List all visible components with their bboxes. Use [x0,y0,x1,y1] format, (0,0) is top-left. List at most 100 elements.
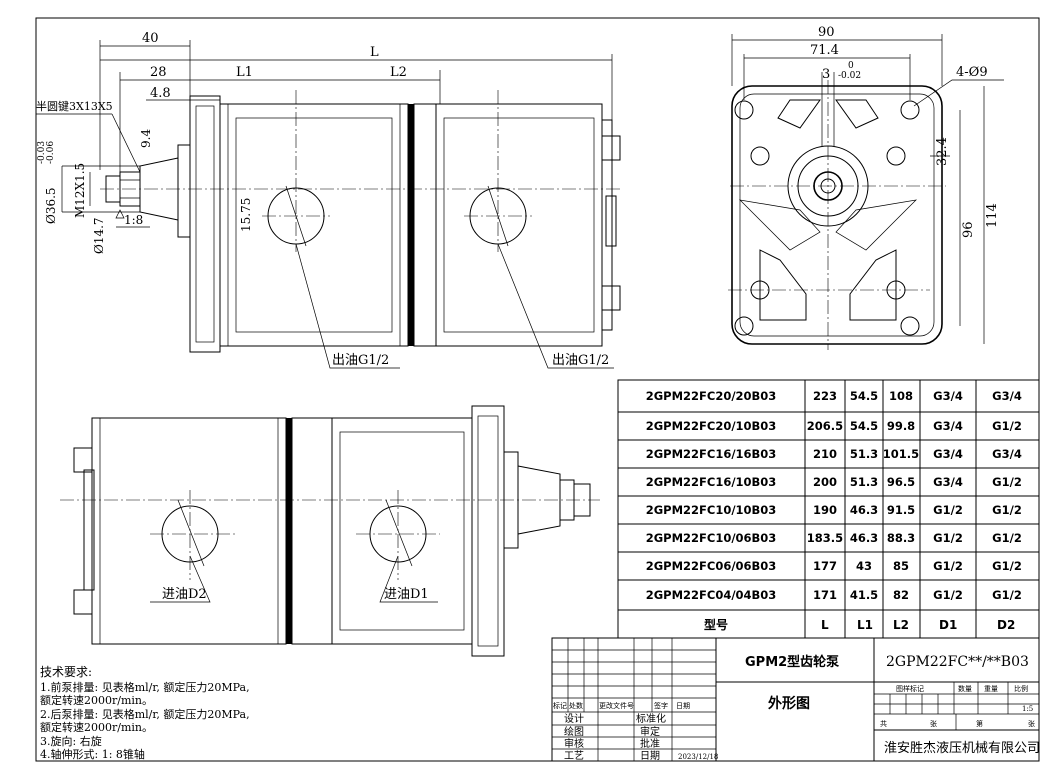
spec-model-cell: 2GPM22FC10/06B03 [646,531,777,545]
spec-value-cell: G3/4 [933,447,963,461]
dim-114: 114 [985,203,1000,228]
spec-value-cell: 51.3 [850,475,878,489]
th-L1: L1 [857,618,873,632]
rev-col-sign: 签字 [654,701,668,710]
tech-line-1: 1.前泵排量: 见表格ml/r, 额定压力20MPa, [40,680,250,694]
dim-15-75: 15.75 [239,198,253,232]
tech-line-2: 额定转速2000r/min。 [40,693,153,707]
inlet-label-front: 进油D1 [384,587,429,602]
spec-model-cell: 2GPM22FC06/06B03 [646,559,777,573]
dim-L2: L2 [390,65,407,80]
tech-line-6: 4.轴伸形式: 1: 8锥轴 [40,747,145,761]
spec-value-cell: 190 [813,503,837,517]
rev-col-count: 处数 [569,701,583,710]
tech-requirements: 技术要求: 1.前泵排量: 见表格ml/r, 额定压力20MPa, 额定转速20… [40,665,250,761]
company-name: 淮安胜杰液压机械有限公司 [884,741,1040,756]
dim-3: 3 [822,67,830,82]
spec-value-cell: G1/2 [933,588,963,602]
label-approve: 批准 [640,737,660,750]
spec-value-cell: G1/2 [992,531,1022,545]
spec-value-cell: 96.5 [887,475,915,489]
spec-value-cell: 99.8 [887,419,915,433]
spec-value-cell: G1/2 [992,588,1022,602]
spec-value-cell: G3/4 [933,475,963,489]
rear-cover [601,119,613,331]
spec-value-cell: 51.3 [850,447,878,461]
label-total: 共 [880,719,887,728]
spec-value-cell: G1/2 [992,559,1022,573]
spec-value-cell: 101.5 [883,447,919,461]
drawing-number: 2GPM22FC**/**B03 [886,654,1029,670]
spec-value-cell: 54.5 [850,419,878,433]
drawing-date: 2023/12/18 [678,753,718,761]
dim-9-4: 9.4 [139,129,153,148]
rev-col-mark: 标记 [553,701,567,710]
th-model: 型号 [704,617,728,632]
key-label: 半圆键3X13X5 [36,99,113,113]
scale-value: 1:5 [1022,705,1033,713]
label-qty: 数量 [958,684,972,693]
end-view: 90 71.4 3 0 -0.02 4-Ø9 32.4 96 114 [728,25,1004,350]
spec-value-cell: G1/2 [933,559,963,573]
bolt-hole-br [900,316,920,336]
th-L: L [821,618,829,632]
spec-value-cell: 177 [813,559,837,573]
spec-value-cell: G1/2 [992,475,1022,489]
side-flange [471,405,505,657]
end-flange [731,85,943,345]
front-separator [408,104,414,346]
label-num: 第 [976,719,983,728]
spec-model-cell: 2GPM22FC16/10B03 [646,475,777,489]
drawing-name: 外形图 [768,695,810,712]
rear-pump-body [435,103,603,347]
th-L2: L2 [893,618,909,632]
mounting-flange [189,95,221,353]
dim-71-4: 71.4 [810,43,839,58]
spec-value-cell: 108 [889,389,913,403]
spec-value-cell: 200 [813,475,837,489]
dim-4-8: 4.8 [150,86,171,101]
label-stage: 图样标记 [896,684,924,693]
spec-value-cell: 43 [856,559,872,573]
outlet-label-rear: 出油G1/2 [552,353,609,368]
inlet-label-rear: 进油D2 [162,587,207,602]
dim-holes: 4-Ø9 [956,65,988,80]
spec-value-cell: G3/4 [992,389,1022,403]
spec-model-cell: 2GPM22FC20/20B03 [646,389,777,403]
dim-3-tol-lower: -0.02 [838,71,861,81]
spec-value-cell: G3/4 [992,447,1022,461]
spec-value-cell: 171 [813,588,837,602]
tech-line-4: 额定转速2000r/min。 [40,720,153,734]
front-view: 出油G1/2 出油G1/2 40 L 28 L1 L2 4.8 半圆键3X13X… [36,31,621,369]
th-D1: D1 [939,618,957,632]
th-D2: D2 [997,618,1015,632]
label-standard: 标准化 [636,712,666,725]
spec-value-cell: 88.3 [887,531,915,545]
spec-model-cell: 2GPM22FC04/04B03 [646,588,777,602]
label-check: 审核 [564,737,584,750]
dim-L: L [370,45,379,60]
bolt-hole-tl [734,100,754,120]
label-sheets: 张 [930,719,937,728]
label-review: 审定 [640,725,660,738]
dim-40: 40 [142,31,159,46]
spec-value-cell: G1/2 [992,419,1022,433]
spec-value-cell: 206.5 [807,419,843,433]
label-draw: 绘图 [564,725,584,738]
label-scale: 比例 [1014,684,1028,693]
spec-value-cell: 54.5 [850,389,878,403]
side-view: 进油D2 进油D1 [60,405,600,657]
spec-value-cell: 46.3 [850,531,878,545]
dim-32-4: 32.4 [935,137,950,166]
spec-model-cell: 2GPM22FC10/10B03 [646,503,777,517]
spec-value-cell: 41.5 [850,588,878,602]
dim-L1: L1 [236,65,253,80]
taper-ratio: 1:8 [124,213,143,227]
dim-dia-14-7: Ø14.7 [92,217,106,254]
dim-28: 28 [150,65,167,80]
bolt-hole-tr [900,100,920,120]
tol-lower: -0.06 [46,141,56,164]
